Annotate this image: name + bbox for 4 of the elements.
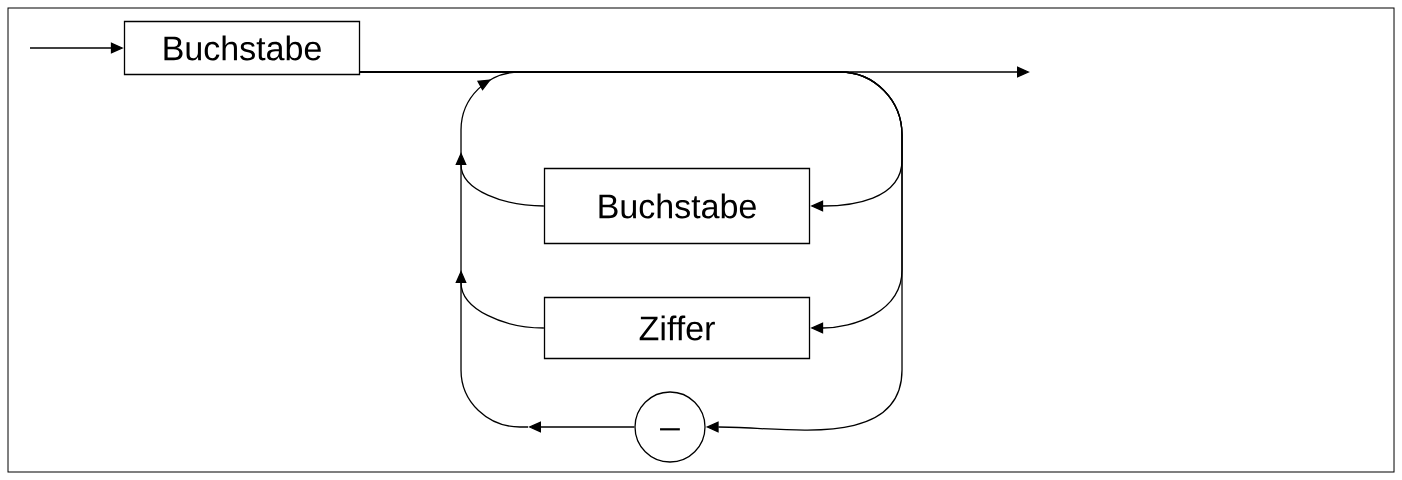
- nonterminal-box: Buchstabe: [123, 20, 361, 76]
- arrow: [359, 71, 903, 433]
- nonterminal-box: Buchstabe: [543, 167, 811, 245]
- nonterminal-box: Ziffer: [543, 296, 811, 360]
